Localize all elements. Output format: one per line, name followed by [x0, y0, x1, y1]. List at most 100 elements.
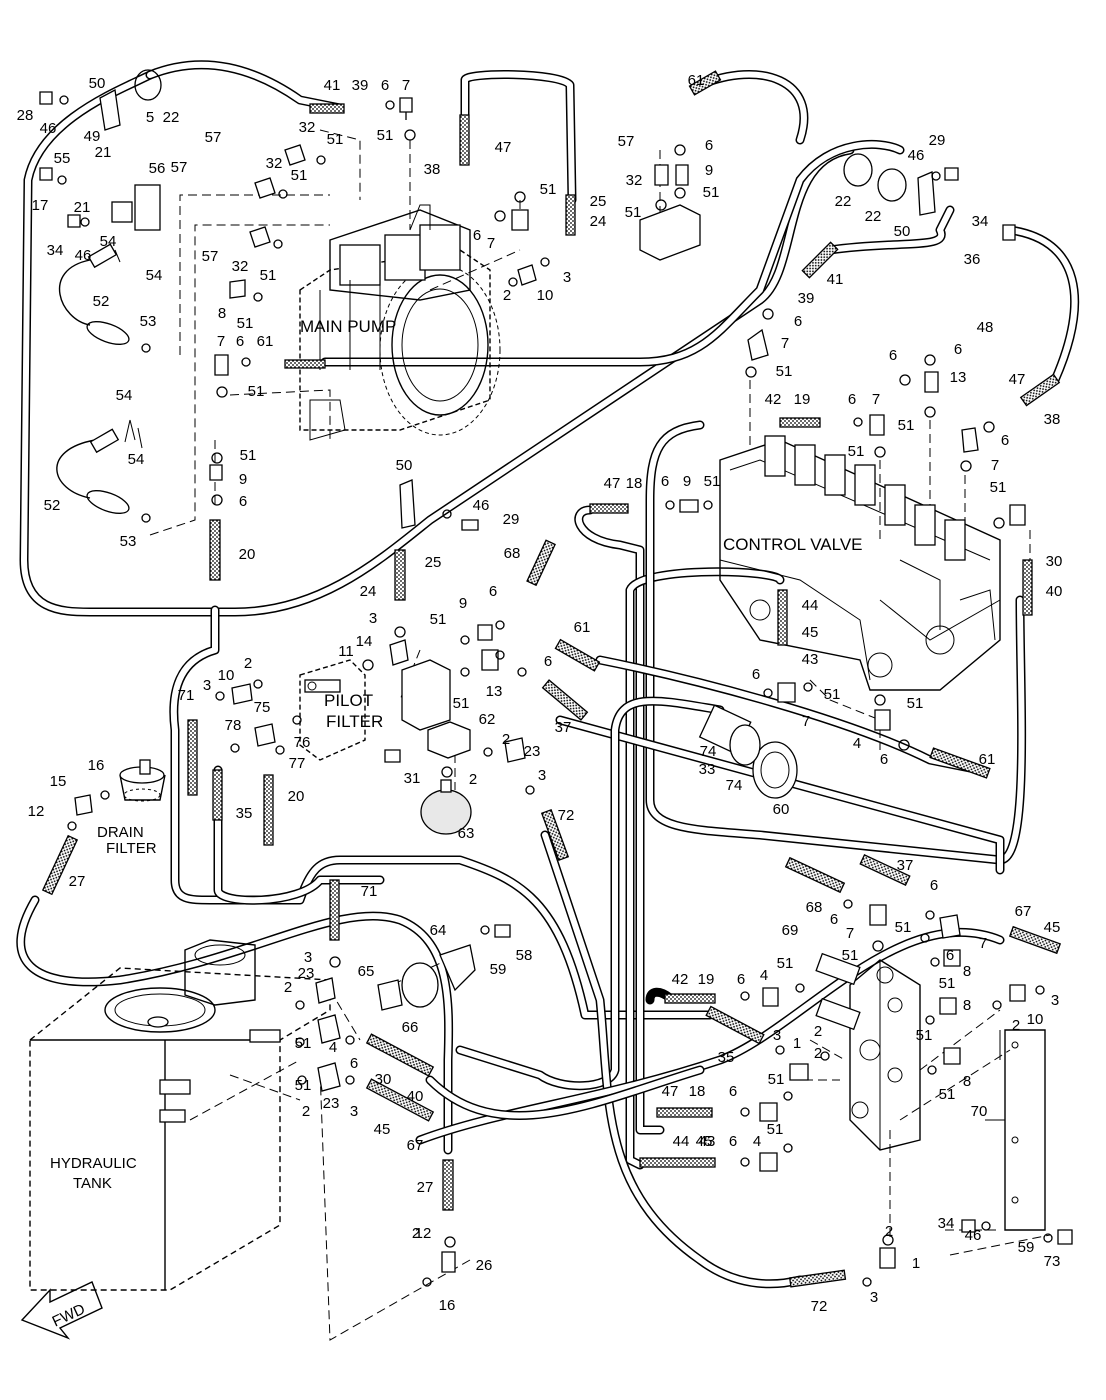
callout-number: 6 — [889, 347, 897, 364]
pilot-filter-label-line1: PILOT — [324, 691, 373, 710]
callout-number: 51 — [377, 127, 394, 144]
hoses — [41, 70, 1062, 1288]
callout-number: 51 — [895, 919, 912, 936]
callout-number: 30 — [375, 1071, 392, 1088]
callout-number: 59 — [1018, 1239, 1035, 1256]
pilot-filter-label-line2: FILTER — [326, 712, 383, 731]
callout-number: 77 — [289, 755, 306, 772]
callout-number: 3 — [1051, 992, 1059, 1009]
callout-number: 60 — [773, 801, 790, 818]
callout-number: 71 — [361, 883, 378, 900]
callout-number: 61 — [979, 751, 996, 768]
callout-number: 6 — [239, 493, 247, 510]
callout-number: 3 — [538, 767, 546, 784]
callout-number: 13 — [486, 683, 503, 700]
callout-number: 51 — [939, 975, 956, 992]
callout-number: 7 — [802, 713, 810, 730]
callout-number: 51 — [842, 947, 859, 964]
hydraulic-tank-label-line2: TANK — [73, 1175, 112, 1192]
callout-number: 51 — [237, 315, 254, 332]
callout-number: 51 — [240, 447, 257, 464]
callout-number: 35 — [718, 1049, 735, 1066]
callout-number: 2 — [502, 731, 510, 748]
leader-lines — [114, 249, 1005, 1121]
callout-number: 34 — [47, 242, 64, 259]
callout-number: 3 — [203, 677, 211, 694]
callout-number: 10 — [218, 667, 235, 684]
pipe-routes — [16, 60, 1079, 1289]
callout-number: 6 — [830, 911, 838, 928]
callout-number: 2 — [885, 1223, 893, 1240]
callout-number: 53 — [140, 313, 157, 330]
callout-number: 28 — [17, 107, 34, 124]
callout-number: 68 — [806, 899, 823, 916]
callout-number: 8 — [963, 1073, 971, 1090]
callout-number: 22 — [835, 193, 852, 210]
callout-number: 33 — [699, 761, 716, 778]
callout-number: 44 — [802, 597, 819, 614]
control-valve-label: CONTROL VALVE — [723, 535, 863, 554]
callout-number: 51 — [540, 181, 557, 198]
callout-number: 7 — [846, 925, 854, 942]
callout-number: 21 — [95, 144, 112, 161]
callout-number: 44 — [673, 1133, 690, 1150]
callout-number: 6 — [1001, 432, 1009, 449]
callout-number: 55 — [54, 150, 71, 167]
component-labels: MAIN PUMP CONTROL VALVE PILOT FILTER DRA… — [50, 317, 863, 1192]
callout-number: 2 — [302, 1103, 310, 1120]
callout-number: 47 — [662, 1083, 679, 1100]
callout-number: 57 — [202, 248, 219, 265]
callout-number: 61 — [688, 72, 705, 89]
callout-number: 16 — [88, 757, 105, 774]
callout-number: 6 — [794, 313, 802, 330]
callout-number: 78 — [225, 717, 242, 734]
callout-number: 67 — [1015, 903, 1032, 920]
callout-number: 36 — [964, 251, 981, 268]
callout-number: 8 — [963, 963, 971, 980]
callout-number: 4 — [760, 967, 768, 984]
pilot-filter — [299, 659, 366, 761]
callout-number: 41 — [827, 271, 844, 288]
callout-number: 38 — [424, 161, 441, 178]
callout-number: 22 — [865, 208, 882, 225]
main-pump-label: MAIN PUMP — [300, 317, 396, 336]
callout-number: 57 — [171, 159, 188, 176]
callout-number: 73 — [1044, 1253, 1061, 1270]
callout-number: 46 — [40, 120, 57, 137]
callout-number: 69 — [782, 922, 799, 939]
callout-number: 14 — [356, 633, 373, 650]
callout-number: 4 — [329, 1039, 337, 1056]
callout-number: 51 — [768, 1071, 785, 1088]
callout-number: 45 — [696, 1133, 713, 1150]
callout-number: 67 — [407, 1137, 424, 1154]
drain-filter-label-line2: FILTER — [106, 840, 157, 857]
callout-number: 57 — [618, 133, 635, 150]
callout-number: 46 — [473, 497, 490, 514]
callout-number: 54 — [128, 451, 145, 468]
callout-number: 51 — [248, 383, 265, 400]
callout-number: 42 — [765, 391, 782, 408]
callout-number: 3 — [369, 610, 377, 627]
callout-number: 32 — [232, 258, 249, 275]
callout-number: 2 — [284, 979, 292, 996]
callout-number: 32 — [299, 119, 316, 136]
callout-number: 38 — [1044, 411, 1061, 428]
callout-number: 7 — [991, 457, 999, 474]
callout-number: 9 — [239, 471, 247, 488]
callout-number: 50 — [89, 75, 106, 92]
callout-number: 51 — [848, 443, 865, 460]
callout-number: 22 — [163, 109, 180, 126]
callout-number: 3 — [350, 1103, 358, 1120]
callout-number: 29 — [503, 511, 520, 528]
callout-number: 51 — [767, 1121, 784, 1138]
callout-number: 9 — [459, 595, 467, 612]
callout-number: 6 — [489, 583, 497, 600]
callout-number: 43 — [802, 651, 819, 668]
callout-number: 37 — [897, 857, 914, 874]
callout-number: 6 — [848, 391, 856, 408]
callout-number: 47 — [495, 139, 512, 156]
callout-number: 20 — [288, 788, 305, 805]
callout-number: 51 — [990, 479, 1007, 496]
callout-number: 1 — [793, 1035, 801, 1052]
